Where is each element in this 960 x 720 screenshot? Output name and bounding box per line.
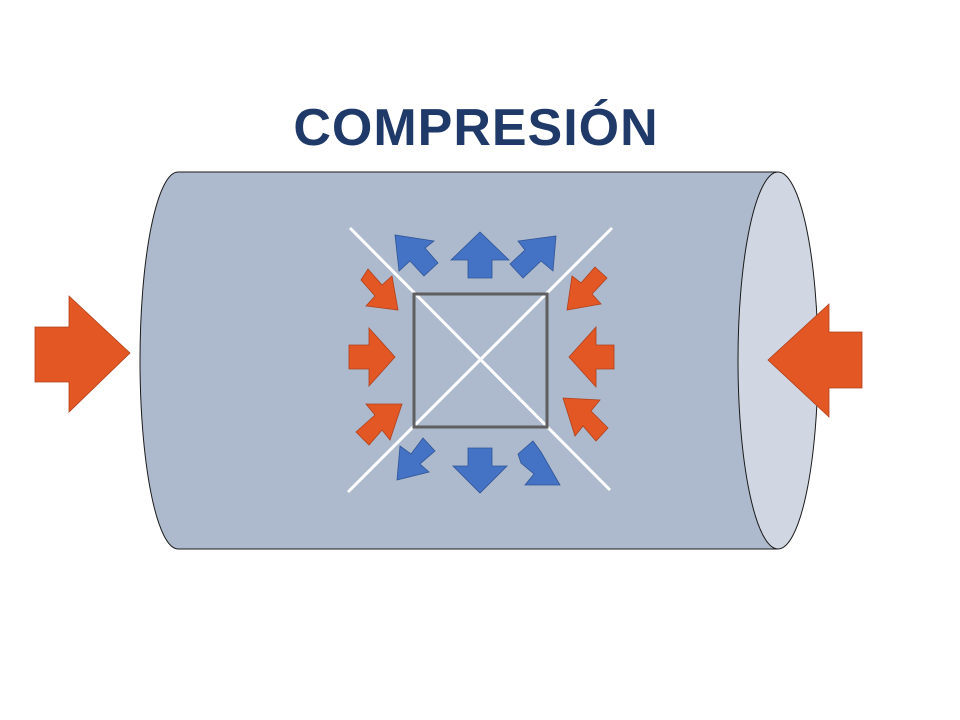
compression-arrow-icon [348, 326, 396, 388]
stress-element [412, 292, 549, 429]
compression-arrow-icon [355, 403, 403, 446]
right-load-arrow-icon [767, 303, 863, 418]
diagonal-lines [346, 226, 614, 494]
compression-arrow-icon [562, 397, 609, 442]
expansion-arrow-icon [509, 235, 557, 279]
compression-arrows [348, 266, 615, 446]
expansion-arrow-icon [394, 234, 439, 277]
cylinder-body [139, 171, 779, 550]
compression-arrow-icon [568, 325, 615, 389]
external-load-arrows [34, 295, 863, 418]
slide-title: COMPRESIÓN [293, 99, 659, 157]
expansion-arrow-icon [396, 437, 436, 481]
compression-arrow-icon [360, 268, 399, 311]
expansion-arrow-icon [517, 440, 561, 486]
left-load-arrow-icon [34, 295, 131, 413]
expansion-arrows [394, 231, 561, 494]
diagonal-line [346, 226, 614, 494]
compression-arrow-icon [566, 266, 608, 311]
expansion-arrow-icon [452, 447, 508, 494]
expansion-arrow-icon [450, 231, 510, 279]
